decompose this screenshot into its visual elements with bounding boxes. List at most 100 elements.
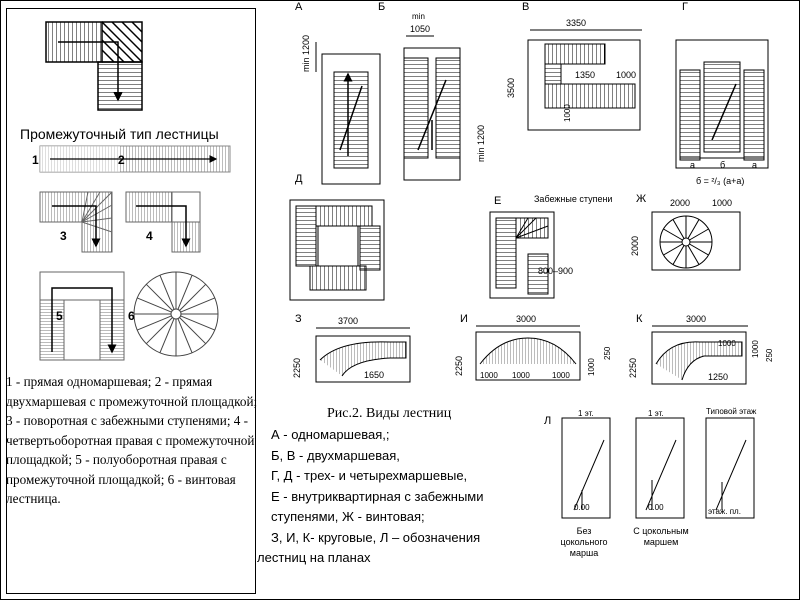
l-1et-b: 1 эт. — [648, 409, 664, 418]
stair-plan-i: И 3000 2250 1000 1000 1000 1000 250 — [454, 313, 612, 381]
label-v: В — [522, 1, 529, 13]
l-000b: 0.00 — [648, 503, 664, 512]
g-a1: а — [690, 160, 695, 170]
stair-plan-v: В 3350 3500 1350 1000 1000 — [506, 1, 642, 131]
z-2250: 2250 — [292, 358, 302, 378]
label-l: Л — [544, 415, 551, 427]
a-min-dim: min 1200 — [301, 35, 311, 72]
i-250: 250 — [603, 346, 612, 360]
spiral-step — [672, 245, 685, 265]
stair-type-5: 5 — [39, 271, 125, 361]
e-note: Забежные ступени — [534, 194, 612, 204]
spiral-step — [689, 228, 709, 241]
label-i: И — [460, 313, 468, 325]
spiral-step — [180, 315, 215, 331]
stair-num-2: 2 — [118, 153, 125, 167]
k-1250: 1250 — [708, 372, 728, 382]
b-min: min — [412, 12, 425, 21]
l-000a: 0.00 — [574, 503, 590, 512]
stair-num-6: 6 — [128, 309, 135, 323]
stair-type-1: 1 2 — [32, 145, 231, 173]
v-1350: 1350 — [575, 70, 595, 80]
left-panel-frame — [6, 8, 256, 594]
zh-2000a: 2000 — [670, 198, 690, 208]
k-250: 250 — [765, 348, 774, 362]
stair-plan-g: Г а б а б = ²/₃ (а+а) — [675, 1, 769, 186]
l-typical: Типовой этаж — [706, 407, 757, 416]
z-1650: 1650 — [364, 370, 384, 380]
stair-plan-a: А min 1200 — [295, 1, 381, 185]
l-floor: этаж. пл. — [708, 507, 741, 516]
l-caption-2: С цокольным маршем — [633, 526, 689, 547]
i-1000b: 1000 — [512, 371, 530, 380]
i-2250: 2250 — [454, 356, 464, 376]
spiral-step — [159, 318, 175, 353]
stair-type-6: 6 — [128, 271, 219, 357]
spiral-step — [179, 283, 207, 311]
e-dim: 800–900 — [538, 266, 573, 276]
zh-1000: 1000 — [712, 198, 732, 208]
g-b: б — [720, 160, 725, 170]
k-1000a: 1000 — [718, 339, 736, 348]
spiral-step — [159, 275, 175, 310]
caption-line: З, И, К- круговые, Л – обозначения — [271, 529, 481, 545]
spiral-step — [687, 219, 700, 239]
stair-plan-z: З 3700 2250 1650 — [292, 313, 411, 383]
stair-plan-k: К 3000 2250 1000 1000 1250 250 — [628, 313, 774, 385]
l-caption-1: Без цокольного марша — [560, 526, 608, 558]
spiral-step — [672, 219, 685, 239]
caption-list: А - одномаршевая,; Б, В - двухмаршевая, … — [257, 425, 547, 569]
caption-line: Г, Д - трех- и четырехмаршевые, — [271, 468, 468, 483]
spiral-step — [145, 317, 173, 345]
spiral-step — [137, 297, 172, 313]
g-a2: а — [752, 160, 757, 170]
label-g: Г — [682, 1, 688, 13]
spiral-step — [663, 243, 683, 256]
spiral-step — [179, 317, 207, 345]
spiral-step — [145, 283, 173, 311]
v-3500: 3500 — [506, 78, 516, 98]
label-a: А — [295, 1, 303, 13]
stair-num-3: 3 — [60, 229, 67, 243]
label-e: Е — [494, 195, 501, 207]
v-1000a: 1000 — [616, 70, 636, 80]
i-1000c: 1000 — [552, 371, 570, 380]
stair-type-3: 3 — [39, 191, 113, 253]
spiral-step — [663, 228, 683, 241]
intermediate-title: Промежуточный тип лестницы — [20, 126, 219, 142]
i-3000: 3000 — [516, 314, 536, 324]
label-k: К — [636, 313, 643, 325]
stair-num-4: 4 — [146, 229, 153, 243]
zh-2000b: 2000 — [630, 236, 640, 256]
stair-plan-l: Л 1 эт. 1 эт. Типовой этаж 0.00 0.00 эта… — [544, 407, 757, 519]
i-1000d: 1000 — [587, 358, 596, 376]
l-1et-a: 1 эт. — [578, 409, 594, 418]
label-zh: Ж — [636, 193, 646, 205]
v-3350: 3350 — [566, 18, 586, 28]
spiral-step — [137, 315, 172, 331]
b-1050: 1050 — [410, 24, 430, 34]
stair-num-5: 5 — [56, 309, 63, 323]
g-formula: б = ²/₃ (а+а) — [696, 176, 744, 186]
l-stair-top — [45, 21, 143, 111]
spiral-step — [177, 318, 193, 353]
stair-num-1: 1 — [32, 153, 39, 167]
spiral-step — [687, 245, 700, 265]
z-3700: 3700 — [338, 316, 358, 326]
k-1000b: 1000 — [751, 340, 760, 358]
v-1000b: 1000 — [563, 104, 572, 122]
stair-plan-b: Б min 1050 min 1200 — [378, 1, 486, 181]
caption-line: Б, В - двухмаршевая, — [271, 447, 400, 463]
stair-plan-d: Д — [289, 173, 385, 301]
label-b: Б — [378, 1, 385, 13]
caption-line: А - одномаршевая,; — [271, 427, 390, 442]
spiral-step — [177, 275, 193, 310]
stair-type-4: 4 — [125, 191, 201, 253]
figure-caption: Рис.2. Виды лестниц — [327, 406, 452, 421]
caption-line: лестниц на планах — [257, 550, 371, 565]
left-legend: 1 - прямая одномаршевая; 2 - прямая двух… — [6, 374, 258, 506]
stair-plan-zh: Ж 2000 1000 2000 — [630, 193, 741, 271]
caption-line: Е - внутриквартирная с забежными — [271, 488, 484, 504]
stair-plan-e: Е Забежные ступени 800–900 — [489, 194, 612, 299]
k-3000: 3000 — [686, 314, 706, 324]
